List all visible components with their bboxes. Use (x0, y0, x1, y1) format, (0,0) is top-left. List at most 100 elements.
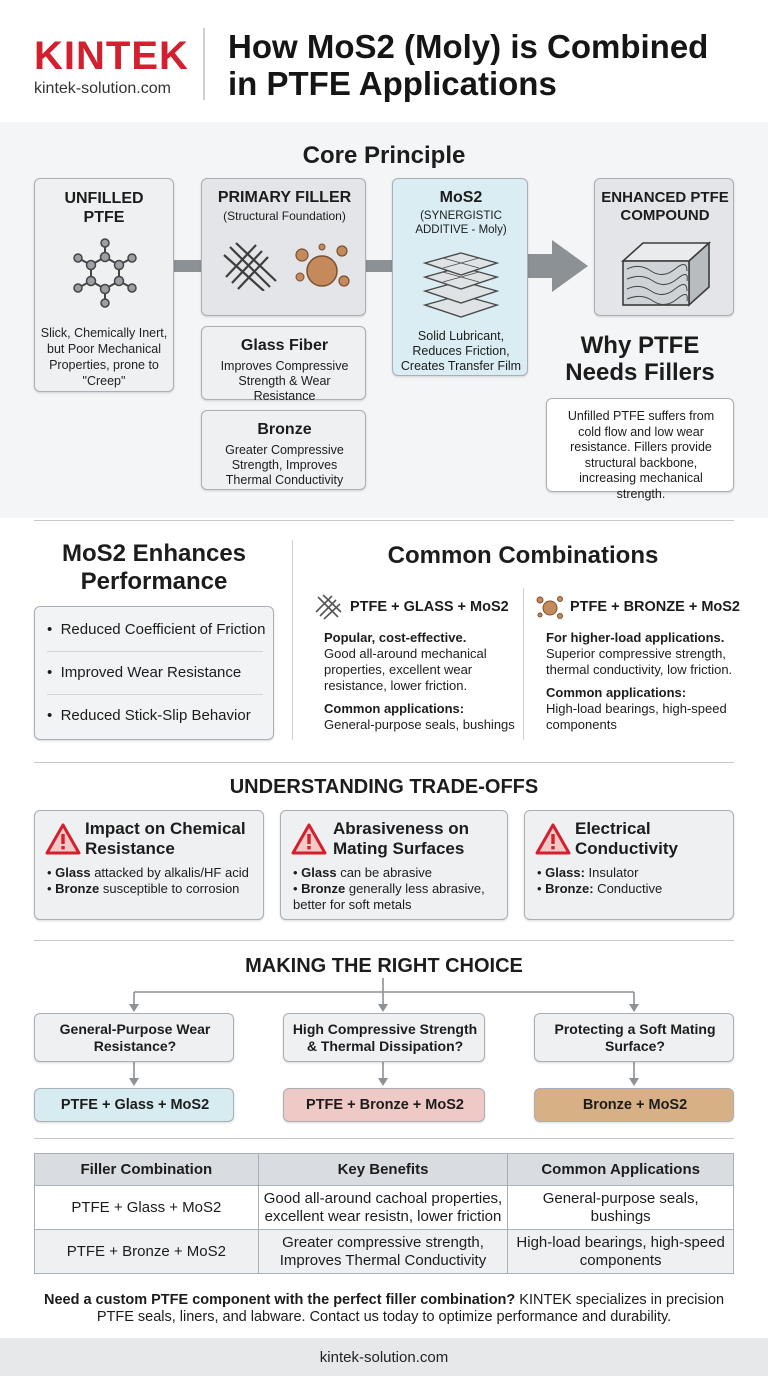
tradeoff-card-chemical: Impact on Chemical Resistance • Glass at… (34, 810, 264, 920)
enhance-item: • Reduced Coefficient of Friction (47, 621, 266, 638)
why-ptfe-desc: Unfilled PTFE suffers from cold flow and… (567, 409, 715, 501)
enhanced-compound-card: ENHANCED PTFE COMPOUND (594, 178, 734, 316)
tradeoff-point: • Glass: Insulator (537, 865, 639, 880)
bronze-particles-icon (536, 596, 563, 619)
divider-2 (34, 762, 734, 763)
tradeoff-list: • Glass can be abrasive • Bronze general… (293, 865, 503, 913)
choice-connectors (129, 978, 639, 1086)
bronze-title: Bronze (257, 421, 312, 438)
glass-fiber-card: Glass Fiber Improves Compressive Strengt… (201, 326, 366, 403)
table-header: Key Benefits (257, 1153, 509, 1186)
choice-answer: PTFE + Bronze + MoS2 (283, 1088, 485, 1122)
mos2-title: MoS2 (439, 189, 483, 206)
enhance-item-label: Reduced Stick-Slip Behavior (60, 707, 251, 724)
table-cell: PTFE + Glass + MoS2 (34, 1185, 259, 1230)
table-row: PTFE + Bronze + MoS2 Greater compressive… (34, 1229, 734, 1274)
cta-text: Need a custom PTFE component with the pe… (40, 1292, 728, 1326)
glass-fiber-desc: Improves Compressive Strength & Wear Res… (220, 359, 349, 403)
why-ptfe-card: Unfilled PTFE suffers from cold flow and… (546, 398, 734, 501)
mos2-desc: Solid Lubricant, Reduces Friction, Creat… (400, 329, 522, 373)
page-title-line-1: How MoS2 (Moly) is Combined (228, 28, 709, 65)
divider-4 (34, 1138, 734, 1139)
vertical-divider (292, 540, 293, 740)
table-cell: Good all-around cachoal properties, exce… (257, 1185, 509, 1230)
mos2-subtitle: (SYNERGISTIC ADDITIVE - Moly) (415, 210, 507, 236)
summary-table-wrap: Filler Combination Key Benefits Common A… (34, 1153, 734, 1274)
tradeoff-point: • Bronze: Conductive (537, 881, 663, 896)
combo-bronze-desc: Superior compressive strength, thermal c… (546, 646, 733, 677)
choice-question: General-Purpose Wear Resistance? (34, 1013, 234, 1062)
choice-answer-label: PTFE + Bronze + MoS2 (306, 1097, 464, 1113)
tradeoff-card-electrical: Electrical Conductivity • Glass: Insulat… (524, 810, 734, 920)
table-cell: Greater compressive strength, Improves T… (257, 1229, 509, 1274)
logo-text: KINTEK (34, 34, 189, 78)
core-title: Core Principle (302, 142, 466, 169)
enhance-item-label: Improved Wear Resistance (60, 664, 242, 681)
combo-glass-app: General-purpose seals, bushings (324, 717, 515, 732)
tradeoff-point: • Glass attacked by alkalis/HF acid (47, 865, 249, 880)
choice-title: MAKING THE RIGHT CHOICE (245, 955, 523, 977)
combos-title: Common Combinations (387, 542, 659, 569)
tradeoff-title: Electrical Conductivity (575, 819, 678, 858)
connector-unfilled-primary (174, 260, 202, 272)
combo-glass-desc: Good all-around mechanical properties, e… (324, 646, 487, 693)
enhances-title: MoS2 Enhances Performance (61, 540, 247, 595)
choice-question-label: Protecting a Soft Mating Surface? (554, 1021, 716, 1054)
unfilled-ptfe-title: UNFILLED PTFE (64, 190, 144, 226)
tradeoff-list: • Glass: Insulator • Bronze: Conductive (537, 865, 727, 897)
table-cell: High-load bearings, high-speed component… (507, 1229, 734, 1274)
table-header: Filler Combination (34, 1153, 259, 1186)
combo-bronze-lead: For higher-load applications. (546, 630, 725, 645)
bronze-desc: Greater Compressive Strength, Improves T… (225, 443, 344, 487)
connector-mos2-arrow (528, 254, 554, 278)
combo-divider (523, 588, 524, 740)
warning-icon (45, 823, 81, 855)
enhance-item: • Reduced Stick-Slip Behavior (47, 707, 251, 724)
enhance-divider (47, 694, 263, 695)
enhance-item-label: Reduced Coefficient of Friction (60, 621, 266, 638)
arrow-right-icon (552, 240, 588, 292)
glass-fiber-icon (315, 594, 342, 620)
choice-answer-label: PTFE + Glass + MoS2 (60, 1097, 210, 1113)
compound-block-icon (620, 241, 712, 307)
warning-icon (535, 823, 571, 855)
combo-bronze-body: For higher-load applications. Superior c… (546, 630, 744, 733)
tradeoff-point: • Bronze susceptible to corrosion (47, 881, 240, 896)
choice-question: High Compressive Strength & Thermal Diss… (283, 1013, 485, 1062)
table-cell: PTFE + Bronze + MoS2 (34, 1229, 259, 1274)
choice-question: Protecting a Soft Mating Surface? (534, 1013, 734, 1062)
header-site-link[interactable]: kintek-solution.com (34, 80, 171, 97)
choice-question-label: General-Purpose Wear Resistance? (59, 1021, 211, 1054)
connector-primary-mos2 (366, 260, 392, 272)
page-title-line-2: in PTFE Applications (228, 65, 557, 102)
tradeoff-title: Impact on Chemical Resistance (85, 819, 246, 858)
cta-body: KINTEK specializes in precision PTFE sea… (96, 1292, 725, 1325)
enhanced-compound-title: ENHANCED PTFE COMPOUND (601, 189, 729, 224)
combo-glass-title: PTFE + GLASS + MoS2 (350, 599, 509, 615)
primary-filler-subtitle: (Structural Foundation) (223, 209, 346, 223)
molecule-icon (73, 238, 137, 308)
combo-bronze-app-label: Common applications: (546, 685, 687, 700)
brand-logo[interactable]: KINTEK (34, 34, 189, 79)
combo-bronze-title: PTFE + BRONZE + MoS2 (570, 599, 740, 615)
why-ptfe-title: Why PTFE Needs Fillers (565, 332, 715, 386)
layered-lattice-icon (422, 252, 500, 318)
combo-glass-body: Popular, cost-effective. Good all-around… (324, 630, 516, 733)
footer-site-link[interactable]: kintek-solution.com (319, 1349, 449, 1366)
tradeoff-point: • Glass can be abrasive (293, 865, 432, 880)
cta-bold: Need a custom PTFE component with the pe… (43, 1292, 516, 1308)
combo-bronze-app: High-load bearings, high-speed component… (546, 701, 727, 732)
tradeoffs-title: UNDERSTANDING TRADE-OFFS (229, 776, 539, 798)
divider-3 (34, 940, 734, 941)
header: KINTEK kintek-solution.com How MoS2 (Mol… (0, 0, 768, 122)
warning-icon (291, 823, 327, 855)
table-header: Common Applications (507, 1153, 734, 1186)
unfilled-ptfe-card: UNFILLED PTFE Slick, Chemically Inert, b… (34, 178, 174, 392)
mos2-card: MoS2 (SYNERGISTIC ADDITIVE - Moly) Solid… (392, 178, 528, 376)
core-section: Core Principle UNFILLED PTFE (0, 122, 768, 518)
unfilled-ptfe-desc: Slick, Chemically Inert, but Poor Mechan… (40, 326, 168, 388)
divider-1 (34, 520, 734, 521)
tradeoff-list: • Glass attacked by alkalis/HF acid • Br… (47, 865, 261, 897)
primary-filler-card: PRIMARY FILLER (Structural Foundation) (201, 178, 366, 316)
choice-answer: Bronze + MoS2 (534, 1088, 734, 1122)
